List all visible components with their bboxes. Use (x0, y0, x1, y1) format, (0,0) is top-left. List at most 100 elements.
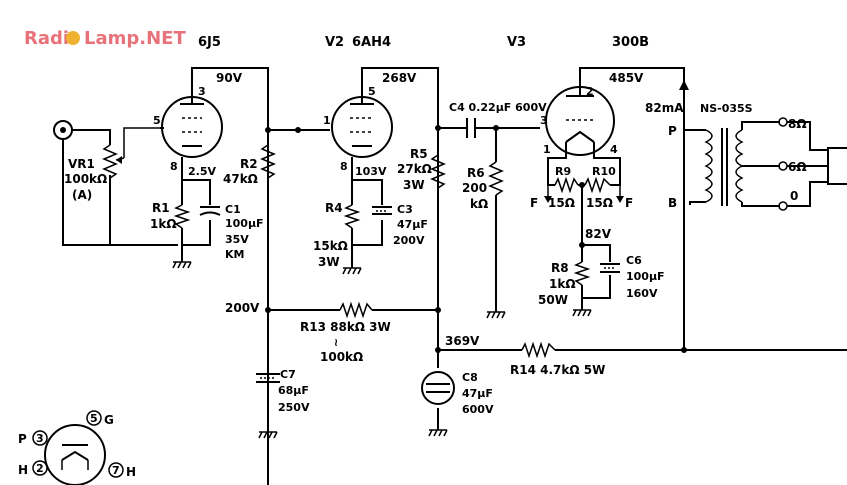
v3-tube (545, 86, 615, 156)
v1-plate-voltage: 90V (216, 71, 243, 85)
ground-symbol (258, 431, 278, 439)
r13-parallel: 100kΩ (320, 350, 363, 364)
r5-value: 27kΩ (397, 162, 432, 176)
pinout-g: G (104, 413, 114, 427)
r8-power: 50W (538, 293, 568, 307)
r4-value: 15kΩ (313, 239, 348, 253)
vr1-name: VR1 (68, 157, 95, 171)
v3-current: 82mA (645, 101, 684, 115)
r6-value: 200 (462, 181, 487, 195)
pinout-pin-3: 3 (36, 432, 44, 445)
r14-label: R14 4.7kΩ 5W (510, 363, 605, 377)
v2-plate-wire (361, 67, 439, 335)
v3-type-label: 300B (612, 35, 649, 50)
r13-label: R13 88kΩ 3W (300, 320, 391, 334)
b200-voltage: 200V (225, 301, 260, 315)
c3-value: 47μF (397, 218, 428, 231)
junction-dot (579, 182, 585, 188)
v3-plate-voltage: 485V (609, 71, 644, 85)
logo-lamp-icon (66, 31, 80, 45)
r4-power: 3W (318, 255, 340, 269)
v3-cathode-wiring (581, 240, 611, 310)
output-transformer (684, 121, 780, 207)
input-jack (53, 120, 73, 140)
pinout-pin-7: 7 (112, 464, 120, 477)
vr1-wiper (115, 127, 160, 161)
r5-name: R5 (410, 147, 428, 161)
input-wiring (62, 129, 178, 246)
v2-pin-plate: 5 (368, 85, 376, 98)
v1-pin-cathode: 8 (170, 160, 178, 173)
vr1-wiper-arrow (116, 156, 122, 164)
logo: Radi Lamp.NET (24, 28, 186, 49)
filament-label-left: F (530, 196, 538, 210)
pinout-p: P (18, 432, 27, 446)
v1-pin-grid: 5 (153, 114, 161, 127)
r6-resistor (488, 161, 504, 196)
v1-plate-wire (191, 67, 269, 485)
junction-dot (265, 307, 271, 313)
r8-resistor (573, 261, 591, 286)
b369-rail (437, 335, 847, 351)
filament-arrow (544, 196, 552, 203)
pinout-h-right: H (126, 465, 136, 479)
r1-resistor (173, 204, 191, 229)
r9-value: 15Ω (548, 196, 575, 210)
filament-arrow (616, 196, 624, 203)
r2-value: 47kΩ (223, 172, 258, 186)
transformer-model: NS-035S (700, 102, 753, 115)
c3-capacitor (372, 206, 392, 215)
pinout-pin-2: 2 (36, 462, 44, 475)
v2-pin-grid: 1 (323, 114, 331, 127)
v2-type-label: 6AH4 (352, 35, 391, 50)
r6-name: R6 (467, 166, 485, 180)
r1-value: 1kΩ (150, 217, 177, 231)
r10-name: R10 (592, 165, 616, 178)
c7-name: C7 (280, 368, 296, 381)
tap-8-ohm: 8Ω (788, 117, 807, 131)
vr1-taper: (A) (72, 188, 92, 202)
v3-pin-plate: 2 (586, 85, 594, 98)
v3-pin-grid: 3 (540, 114, 548, 127)
c1-value: 100μF (225, 217, 264, 230)
tap-0: 0 (790, 189, 798, 203)
v2-cathode-wiring (351, 157, 383, 268)
speaker-terminals (778, 117, 847, 211)
r4-name: R4 (325, 201, 343, 215)
r6-unit: kΩ (470, 197, 488, 211)
r1-name: R1 (152, 201, 170, 215)
vr1-resistor (102, 144, 118, 179)
v3-bias-voltage: 82V (585, 227, 612, 241)
v3-plate-wire (579, 67, 685, 350)
logo-text-right: Lamp.NET (84, 28, 186, 49)
junction-dot (435, 307, 441, 313)
junction-dot (435, 125, 441, 131)
c6-name: C6 (626, 254, 642, 267)
c1-voltage: 35V (225, 233, 249, 246)
c7-capacitor (256, 373, 280, 383)
v3-name-label: V3 (507, 35, 526, 50)
c6-capacitor (600, 263, 620, 273)
r9-name: R9 (555, 165, 571, 178)
v2-name-label: V2 (325, 35, 344, 50)
c6-voltage: 160V (626, 287, 658, 300)
pinout-h-left: H (18, 463, 28, 477)
r4-resistor (343, 204, 361, 229)
v2-pin-cathode: 8 (340, 160, 348, 173)
c4-label: C4 0.22μF 600V (449, 101, 547, 114)
filament-wiring (547, 142, 621, 186)
c8-name: C8 (462, 371, 478, 384)
c3-name: C3 (397, 203, 413, 216)
r13-tilde: ≀ (334, 336, 338, 349)
junction-dot (681, 347, 687, 353)
r8-value: 1kΩ (549, 277, 576, 291)
tube-pinout-diagram (32, 410, 124, 485)
v1-cathode-voltage: 2.5V (188, 165, 216, 178)
c7-voltage: 250V (278, 401, 310, 414)
junction-dot (295, 127, 301, 133)
ground-symbol (172, 261, 192, 269)
r8-name: R8 (551, 261, 569, 275)
v2-tube (331, 96, 393, 158)
ground-symbol (572, 309, 592, 317)
